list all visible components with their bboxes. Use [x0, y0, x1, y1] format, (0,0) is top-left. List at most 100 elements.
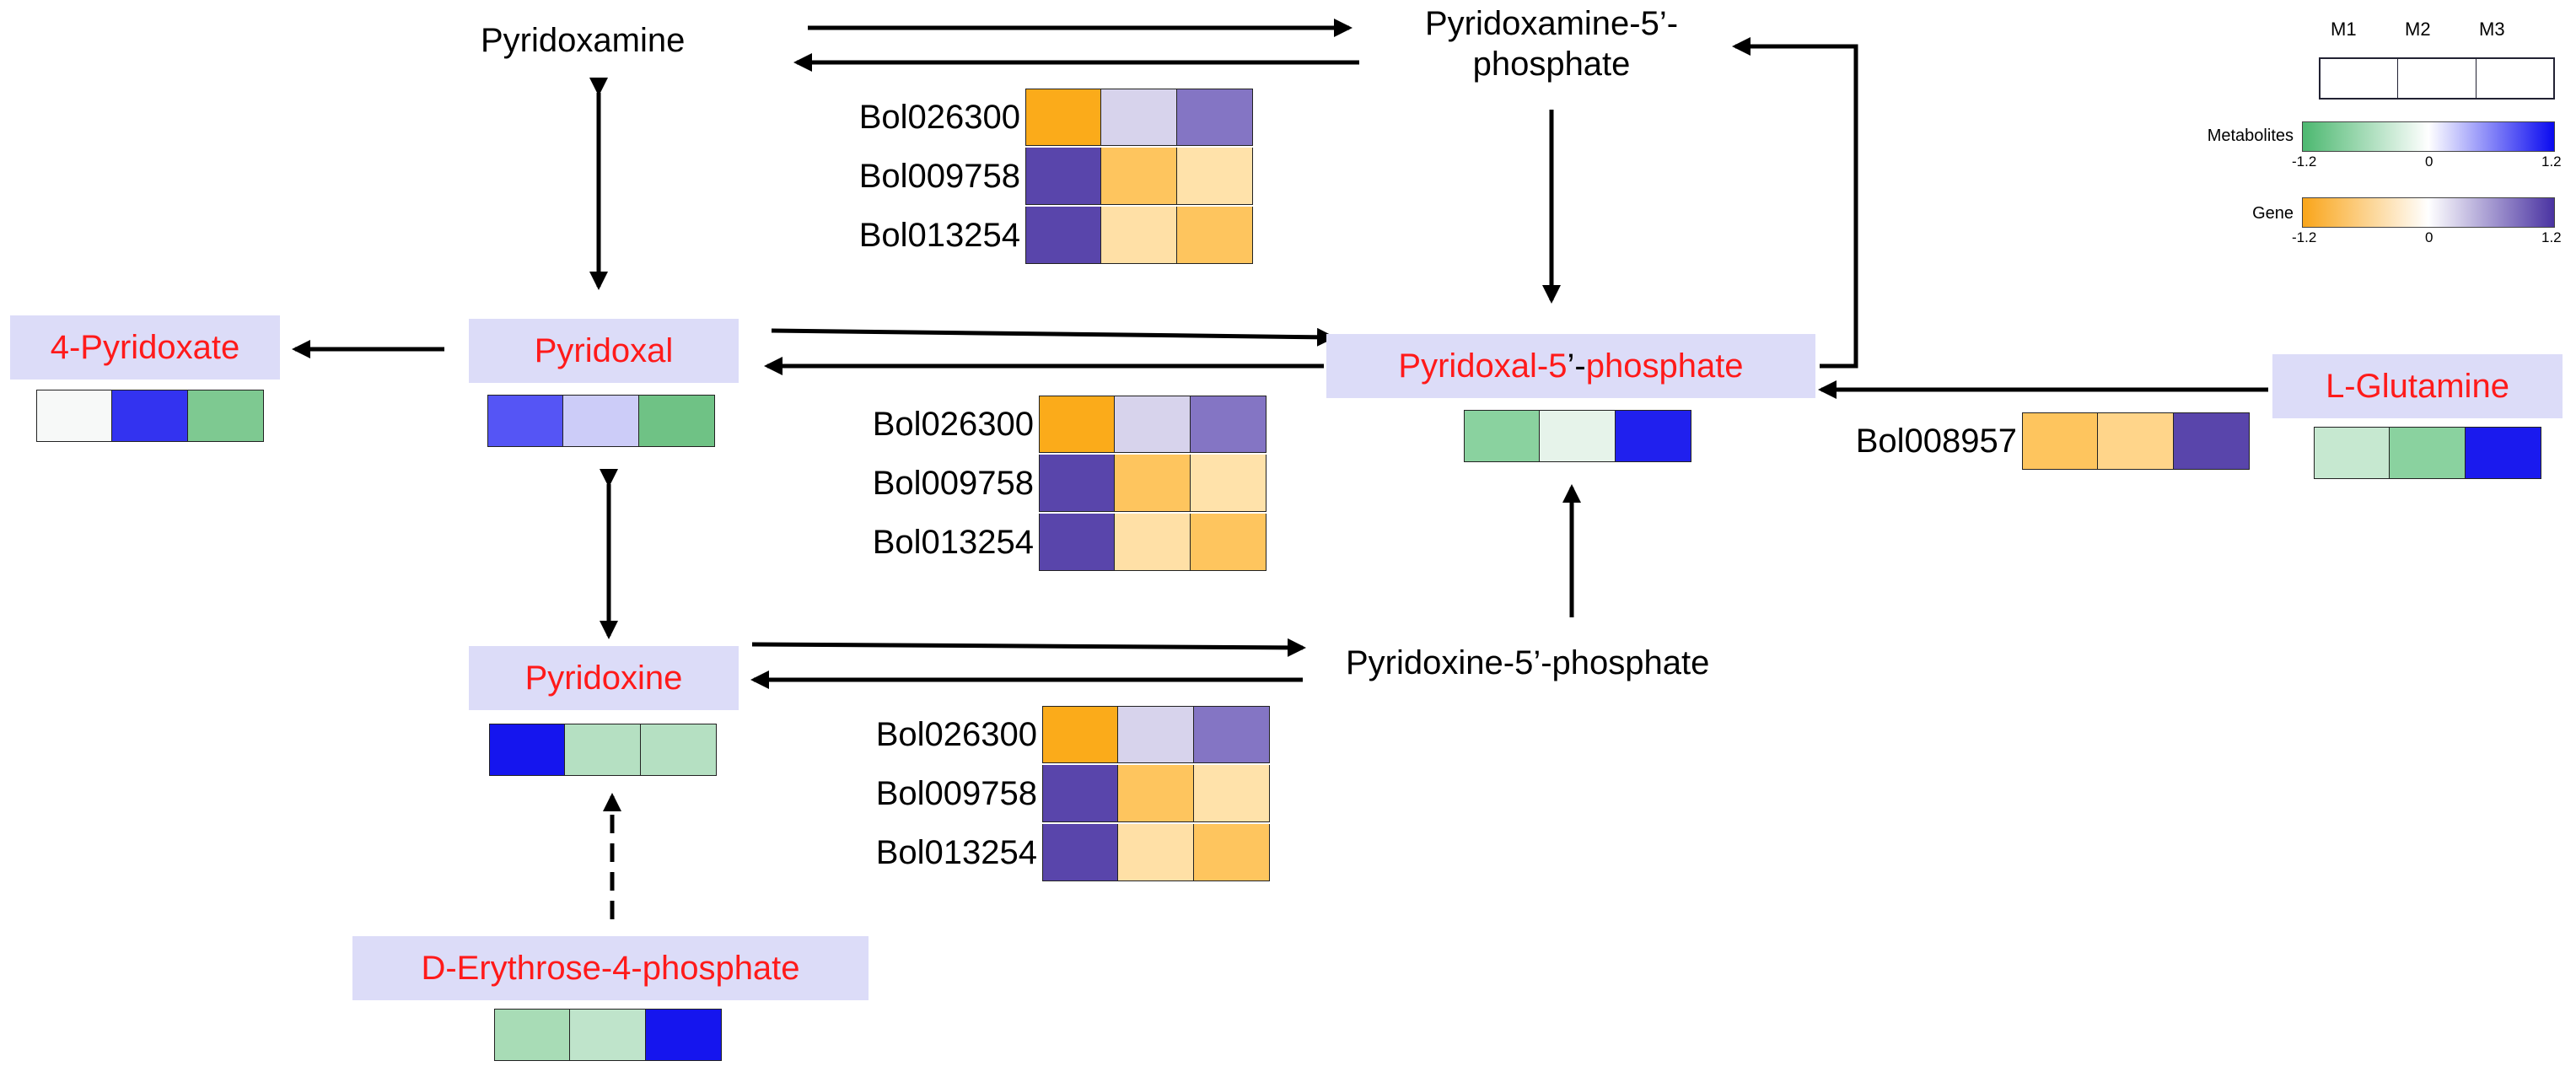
- gene-heatmap-cell: [1118, 824, 1194, 881]
- gene-row: Bol013254: [831, 206, 1253, 265]
- legend-metabolite-gradient: [2302, 121, 2555, 152]
- node-pmp-line2: phosphate: [1472, 46, 1631, 83]
- heatmap-cell: [646, 1009, 722, 1061]
- strip-pyridoxal-5-phosphate: [1464, 410, 1691, 462]
- heatmap-cell: [2390, 427, 2466, 479]
- gene-heatmap-cell: [1025, 148, 1101, 205]
- gene-heatmap-cell: [1101, 207, 1177, 264]
- gene-name: Bol026300: [875, 715, 1037, 753]
- gene-row: Bol013254: [845, 513, 1266, 572]
- gene-heatmap-cell: [2098, 412, 2174, 470]
- heatmap-cell: [563, 395, 639, 447]
- gene-row: Bol009758: [848, 764, 1270, 823]
- heatmap-cell: [487, 395, 563, 447]
- gene-row: Bol026300: [831, 88, 1253, 147]
- heatmap-cell: [1616, 410, 1691, 462]
- gene-heatmap-cell: [1042, 706, 1118, 763]
- heatmap-cell: [489, 724, 565, 776]
- gene-heatmap-cell: [1025, 207, 1101, 264]
- gene-heatmap-cell: [1118, 706, 1194, 763]
- gene-heatmap-cell: [1191, 514, 1266, 571]
- gene-row: Bol008957: [1828, 412, 2250, 471]
- gene-name: Bol009758: [858, 157, 1020, 195]
- legend-gene-mid: 0: [2425, 229, 2433, 245]
- arrow-plp-to-pmp: [1732, 37, 1858, 369]
- legend-col-m3: M3: [2479, 19, 2505, 40]
- legend-gene-label: Gene: [2252, 204, 2294, 223]
- heatmap-cell: [494, 1009, 570, 1061]
- heatmap-cell: [565, 724, 641, 776]
- legend-metab-mid: 0: [2425, 153, 2433, 170]
- gene-heatmap-cell: [1042, 765, 1118, 822]
- gene-row: Bol009758: [831, 147, 1253, 206]
- legend-gene-max: 1.2: [2541, 229, 2562, 245]
- strip-4-pyridoxate: [36, 390, 264, 442]
- node-plp-black: ’-: [1567, 347, 1586, 385]
- gene-heatmap-cell: [1177, 148, 1253, 205]
- legend-col-m2: M2: [2405, 19, 2431, 40]
- gene-name: Bol009758: [875, 774, 1037, 812]
- gene-heatmap-cell: [1118, 765, 1194, 822]
- heatmap-cell: [639, 395, 715, 447]
- gene-heatmap-cell: [1101, 148, 1177, 205]
- heatmap-cell: [112, 390, 188, 442]
- heatmap-cell: [1464, 410, 1540, 462]
- node-plp-red2: phosphate: [1585, 347, 1744, 385]
- heatmap-cell: [2314, 427, 2390, 479]
- node-d-erythrose-4-phosphate: D-Erythrose-4-phosphate: [352, 936, 869, 1000]
- gene-heatmap-cell: [1025, 89, 1101, 146]
- gene-heatmap-cell: [1115, 514, 1191, 571]
- gene-row: Bol013254: [848, 823, 1270, 882]
- gene-heatmap-cell: [1191, 455, 1266, 512]
- strip-pyridoxal: [487, 395, 715, 447]
- gene-heatmap-cell: [1039, 514, 1115, 571]
- heatmap-cell: [641, 724, 717, 776]
- node-pmp-line1: Pyridoxamine-5’-: [1424, 5, 1679, 42]
- gene-name: Bol008957: [1855, 422, 2017, 460]
- node-pyridoxal-5-phosphate: Pyridoxal-5’-phosphate: [1326, 334, 1815, 398]
- gene-row: Bol026300: [848, 705, 1270, 764]
- legend-col-m1: M1: [2331, 19, 2357, 40]
- node-plp-red: Pyridoxal-5: [1398, 347, 1568, 385]
- gene-name: Bol013254: [875, 833, 1037, 871]
- heatmap-cell: [570, 1009, 646, 1061]
- gene-heatmap-cell: [1115, 396, 1191, 453]
- legend-metab-max: 1.2: [2541, 153, 2562, 170]
- node-pyridoxine-label: Pyridoxine: [524, 659, 683, 697]
- heatmap-cell: [188, 390, 264, 442]
- gene-heatmap-cell: [1039, 396, 1115, 453]
- node-pyridoxine: Pyridoxine: [469, 646, 739, 710]
- gene-heatmap-cell: [1194, 706, 1270, 763]
- legend-gene-min: -1.2: [2292, 229, 2317, 245]
- node-4-pyridoxate: 4-Pyridoxate: [10, 315, 280, 380]
- gene-heatmap-cell: [1194, 765, 1270, 822]
- gene-name: Bol013254: [858, 216, 1020, 254]
- gene-table-glutamine: Bol008957: [1828, 412, 2250, 471]
- strip-pyridoxine: [489, 724, 717, 776]
- heatmap-cell: [36, 390, 112, 442]
- node-pyridoxal: Pyridoxal: [469, 319, 739, 383]
- gene-row: Bol026300: [845, 395, 1266, 454]
- gene-heatmap-cell: [1191, 396, 1266, 453]
- gene-heatmap-cell: [1039, 455, 1115, 512]
- node-pyridoxamine-5-phosphate: Pyridoxamine-5’- phosphate: [1400, 3, 1703, 84]
- gene-name: Bol013254: [872, 523, 1034, 561]
- node-pyridoxal-label: Pyridoxal: [534, 331, 674, 369]
- node-d-erythrose-label: D-Erythrose-4-phosphate: [421, 949, 800, 987]
- gene-heatmap-cell: [1101, 89, 1177, 146]
- gene-heatmap-cell: [1177, 89, 1253, 146]
- node-l-glutamine-label: L-Glutamine: [2326, 367, 2509, 405]
- legend-sample-boxes: [2319, 57, 2555, 100]
- arrow-pl-to-plp: [771, 327, 1336, 347]
- gene-heatmap-cell: [1115, 455, 1191, 512]
- gene-heatmap-cell: [2022, 412, 2098, 470]
- gene-name: Bol026300: [872, 405, 1034, 443]
- legend: M1 M2 M3 Metabolites -1.2 0 1.2 Gene -1.…: [2208, 13, 2563, 267]
- strip-d-erythrose-4-phosphate: [494, 1009, 722, 1061]
- strip-l-glutamine: [2314, 427, 2541, 479]
- legend-metabolites-label: Metabolites: [2207, 127, 2294, 145]
